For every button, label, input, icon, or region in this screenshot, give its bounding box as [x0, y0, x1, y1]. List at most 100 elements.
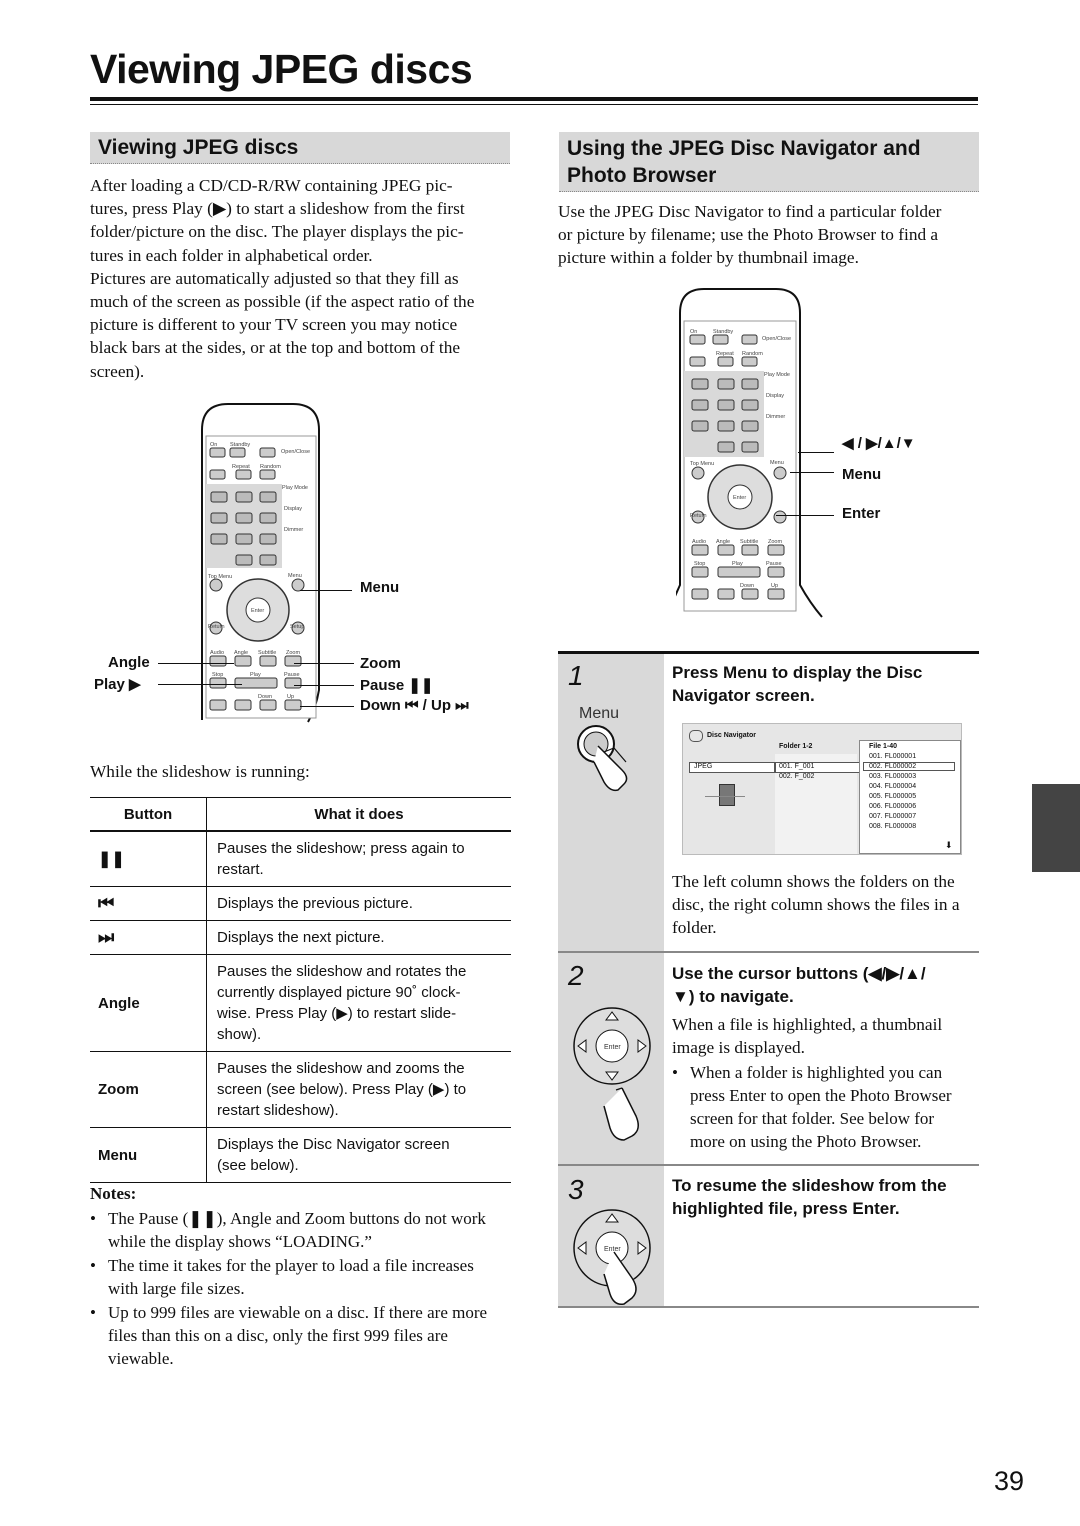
step-heading-line: Use the cursor buttons (◀/▶/▲/	[672, 964, 926, 983]
step2-text: When a file is highlighted, a thumbnail …	[672, 1013, 980, 1059]
cell-line: Pauses the slideshow and zooms the	[217, 1060, 465, 1077]
leader-line	[300, 706, 354, 707]
note-line: with large file sizes.	[108, 1279, 245, 1298]
remote-label: Repeat	[716, 351, 734, 357]
file-item[interactable]: 004. FL000004	[869, 783, 917, 790]
title-rule-thin	[90, 104, 978, 105]
step3-heading: To resume the slideshow from the highlig…	[672, 1174, 947, 1220]
bullet-line: press Enter to open the Photo Browser	[690, 1086, 952, 1105]
file-item[interactable]: 006. FL000006	[869, 803, 917, 810]
leader-line	[294, 685, 354, 686]
callout-zoom: Zoom	[360, 655, 401, 672]
note-line: while the display shows “LOADING.”	[108, 1232, 372, 1251]
file-item-selected[interactable]: 002. FL000002	[863, 762, 955, 771]
navigator-title: Disc Navigator	[707, 732, 757, 739]
leader-line	[790, 472, 834, 473]
remote-label: Enter	[733, 495, 746, 501]
remote-label: Down	[258, 694, 272, 700]
remote-label: Dimmer	[284, 527, 303, 533]
cell-line: restart.	[217, 861, 264, 878]
remote-label: Display	[284, 506, 302, 512]
step2-bullets: When a folder is highlighted you can pre…	[672, 1061, 980, 1154]
file-item[interactable]: 003. FL000003	[869, 773, 917, 780]
remote-label: Dimmer	[766, 414, 785, 420]
remote-label: Play Mode	[764, 372, 790, 378]
file-item[interactable]: 005. FL000005	[869, 793, 917, 800]
step-heading-line: Navigator screen.	[672, 686, 815, 705]
intro-line: After loading a CD/CD-R/RW containing JP…	[90, 176, 453, 195]
remote-label: Standby	[713, 329, 733, 335]
bullet-item: When a folder is highlighted you can pre…	[672, 1061, 980, 1153]
file-column	[859, 740, 961, 854]
table-button-zoom: Zoom	[90, 1051, 207, 1128]
intro-paragraph: After loading a CD/CD-R/RW containing JP…	[90, 174, 514, 383]
remote-label: Audio	[210, 650, 224, 656]
step-text-line: image is displayed.	[672, 1038, 805, 1058]
adjust-line: screen).	[90, 361, 145, 381]
remote-label: On	[690, 329, 697, 335]
heading-line: Photo Browser	[567, 164, 717, 187]
folder-item[interactable]: 001. F_001	[775, 762, 860, 773]
cell-line: Pauses the slideshow and rotates the	[217, 963, 467, 980]
remote-label: Random	[260, 464, 281, 470]
remote-label: Subtitle	[258, 650, 276, 656]
bullet-line: more on using the Photo Browser.	[690, 1132, 922, 1151]
adjust-line: black bars at the sides, or at the top a…	[90, 338, 461, 358]
intro-line: folder/picture on the disc. The player d…	[90, 222, 464, 242]
callout-play: Play ▶	[94, 676, 141, 693]
next-icon: ⏭	[90, 920, 207, 955]
bullet-line: screen for that folder. See below for	[690, 1109, 935, 1128]
side-tab-marker	[1032, 784, 1080, 872]
remote-label: Angle	[716, 539, 730, 545]
page-number: 39	[994, 1466, 1025, 1496]
leader-line	[158, 684, 242, 685]
remote-label: Top Menu	[208, 574, 232, 580]
table-row: ⏮ Displays the previous picture.	[90, 886, 511, 921]
table-cell: Pauses the slideshow and zooms the scree…	[206, 1051, 511, 1128]
folder-item[interactable]: 002. F_002	[779, 773, 815, 780]
title-rule	[90, 97, 978, 101]
remote-label: Standby	[230, 442, 250, 448]
table-row: ⏭ Displays the next picture.	[90, 920, 511, 955]
cell-line: Displays the next picture.	[217, 929, 385, 946]
remote-label: Stop	[694, 561, 705, 567]
step-divider	[558, 1164, 979, 1166]
file-item[interactable]: 001. FL000001	[869, 753, 917, 760]
cell-line: Displays the previous picture.	[217, 895, 413, 912]
notes-list: The Pause (❚❚), Angle and Zoom buttons d…	[90, 1207, 514, 1371]
finger-press-enter-icon: Enter	[573, 1209, 651, 1306]
remote-label: Up	[287, 694, 294, 700]
note-item: The time it takes for the player to load…	[90, 1254, 514, 1300]
remote-label: Play Mode	[282, 485, 308, 491]
table-row: Menu Displays the Disc Navigator screen …	[90, 1127, 511, 1183]
cell-line: show).	[217, 1026, 262, 1043]
remote-label: Stop	[212, 672, 223, 678]
button-function-table: Button What it does ❚❚ Pauses the slides…	[90, 797, 511, 1183]
note-line: The time it takes for the player to load…	[108, 1256, 474, 1275]
table-button-angle: Angle	[90, 954, 207, 1052]
note-line: files than this on a disc, only the firs…	[108, 1326, 448, 1345]
callout-enter: Enter	[842, 505, 881, 522]
remote-label: Open/Close	[762, 336, 791, 342]
scroll-down-icon: ⬇	[945, 840, 953, 850]
file-item[interactable]: 007. FL000007	[869, 813, 917, 820]
file-header: File 1-40	[869, 743, 898, 750]
remote-label: Top Menu	[690, 461, 714, 467]
table-cell: Pauses the slideshow; press again to res…	[206, 831, 511, 887]
step-divider	[558, 951, 979, 953]
disc-navigator-screen: Disc Navigator Folder 1-2 JPEG 001. F_00…	[682, 723, 962, 855]
cell-line: Displays the Disc Navigator screen	[217, 1136, 450, 1153]
page-title: Viewing JPEG discs	[90, 46, 473, 92]
remote-label: Play	[732, 561, 743, 567]
cell-line: (see below).	[217, 1157, 299, 1174]
remote-control-illustration: On Standby Open/Close Repeat Random Play…	[201, 403, 320, 723]
note-item: The Pause (❚❚), Angle and Zoom buttons d…	[90, 1207, 514, 1253]
step-text-line: The left column shows the folders on the	[672, 872, 955, 891]
callout-menu: Menu	[360, 579, 400, 596]
leader-line	[158, 663, 234, 664]
leader-line	[294, 663, 354, 664]
step-number-1: 1	[568, 660, 584, 691]
file-item[interactable]: 008. FL000008	[869, 823, 917, 830]
disc-icon	[689, 730, 703, 742]
remote-label: Open/Close	[281, 449, 310, 455]
